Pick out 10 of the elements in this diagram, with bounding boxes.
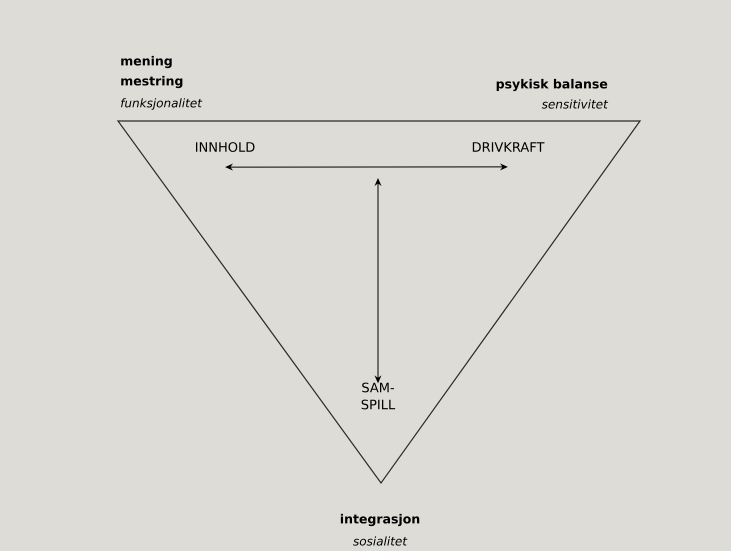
node-label: SAM- SPILL xyxy=(362,382,396,410)
corner-label: sensitivitet xyxy=(542,99,608,109)
node-label: DRIVKRAFT xyxy=(472,142,544,152)
corner-label: mening xyxy=(121,56,172,68)
corner-label: integrasjon xyxy=(340,514,420,526)
corner-label: funksjonalitet xyxy=(121,98,202,110)
corner-label: psykisk balanse xyxy=(496,78,608,92)
node-label: INNHOLD xyxy=(196,142,254,152)
corner-label: mestring xyxy=(121,76,182,88)
corner-label: sosialitet xyxy=(353,536,408,546)
